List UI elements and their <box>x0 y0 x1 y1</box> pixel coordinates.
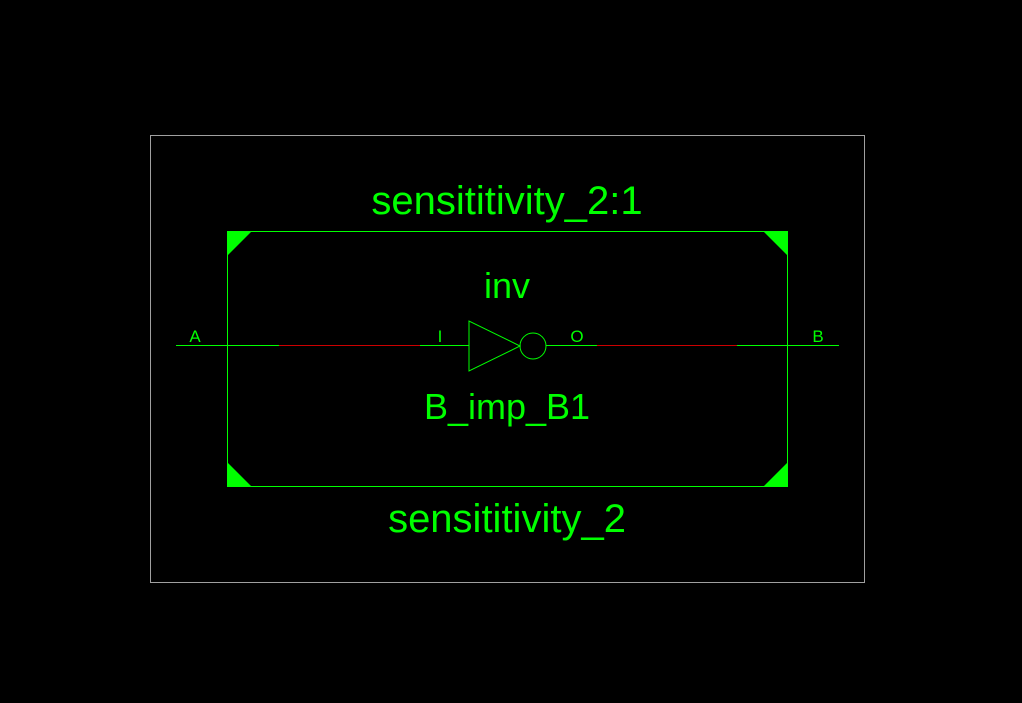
module-name-label: sensititivity_2 <box>388 497 626 541</box>
corner-bottom-left <box>227 462 252 487</box>
cell-instance-label: B_imp_B1 <box>424 386 590 427</box>
corner-top-right <box>763 231 788 256</box>
pin-input-label: I <box>438 327 443 346</box>
cell-type-label: inv <box>484 265 530 306</box>
inverter-bubble <box>519 332 547 360</box>
corner-top-left <box>227 231 252 256</box>
inverter-triangle <box>468 320 522 372</box>
inverter-gate-icon[interactable] <box>468 320 547 372</box>
pin-output-label: O <box>570 327 583 346</box>
module-instance-label: sensititivity_2:1 <box>371 179 642 223</box>
port-input-label: A <box>189 327 201 346</box>
corner-bottom-right <box>763 462 788 487</box>
port-output-label: B <box>812 327 823 346</box>
outer-frame <box>150 135 865 583</box>
module-box[interactable] <box>227 231 788 487</box>
